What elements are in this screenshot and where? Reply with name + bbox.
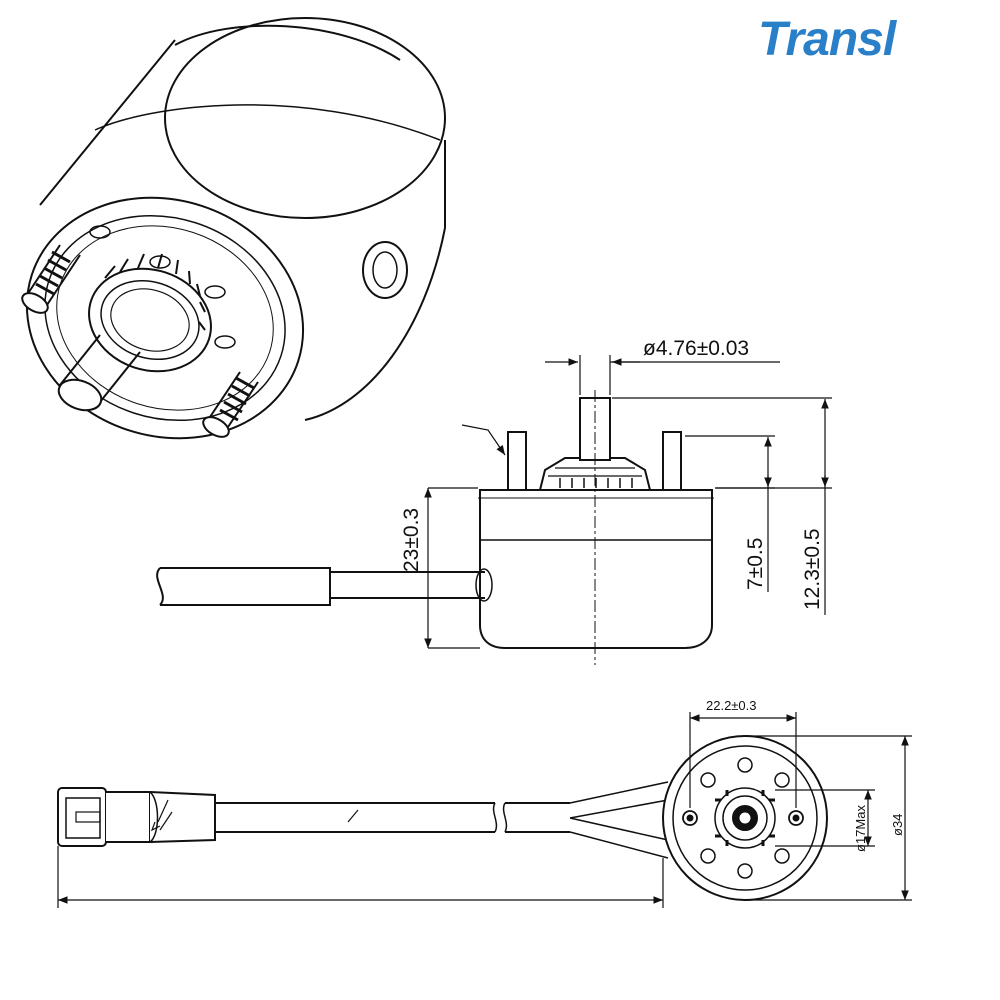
outer-diameter-label: ø34 <box>890 814 905 836</box>
brand-logo: Transl <box>758 13 896 66</box>
side-view <box>156 390 714 665</box>
bottom-view <box>57 735 828 901</box>
hub-diameter-label: ø17Max <box>853 805 868 852</box>
side-view-dimensions <box>424 355 832 649</box>
pin-spacing-label: 22.2±0.3 <box>706 698 757 713</box>
total-height-label: 12.3±0.5 <box>801 528 824 610</box>
bottom-view-dimensions <box>57 712 912 908</box>
shaft-diameter-label: ø4.76±0.03 <box>643 337 749 360</box>
pin-height-label: 7±0.5 <box>744 538 767 590</box>
body-height-label: 23±0.3 <box>400 508 423 572</box>
right-threaded-pin <box>202 371 259 438</box>
left-threaded-pin <box>21 244 81 314</box>
isometric-motor-view <box>21 17 446 440</box>
